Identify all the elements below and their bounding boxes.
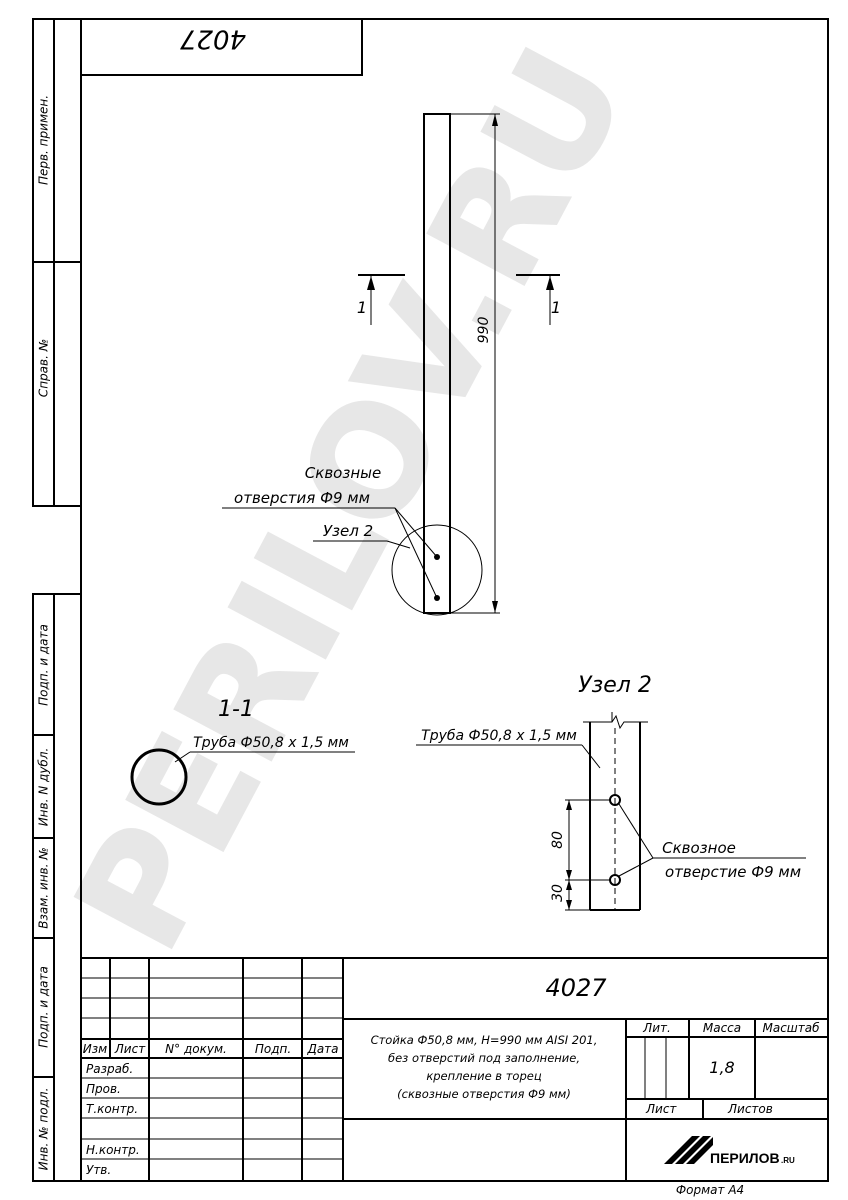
section-title: 1-1 [218,697,254,722]
label-podp-data-2: Подп. и дата [37,966,51,1048]
post-main-view: 990 1 1 Сквозные отверстия Ф9 мм Узел 2 [222,113,561,616]
label-perv-primen: Перв. примен. [37,95,51,185]
hdr-podp: Подп. [255,1042,291,1056]
section-mark-right: 1 [551,298,561,317]
post-outline [423,113,451,614]
logo-text: ПЕРИЛОВ [710,1150,780,1166]
mass-label: Масса [703,1021,741,1035]
node-2-circle [391,524,483,616]
hdr-list: Лист [114,1042,146,1056]
dim-30: 30 [550,884,566,902]
role-nkontr: Н.контр. [86,1143,140,1157]
stamp-code: 4027 [179,24,246,54]
doc-number: 4027 [545,974,607,1002]
sheets-label: Листов [727,1102,773,1116]
node-ref-label: Узел 2 [323,522,373,540]
role-prov: Пров. [86,1082,121,1096]
dim-80: 80 [550,831,566,849]
desc-line-2: без отверстий под заполнение, [388,1051,580,1065]
label-inv-podl: Инв. № подл. [37,1088,51,1171]
node-hole-note-1: Сквозное [662,839,736,857]
desc-line-1: Стойка Ф50,8 мм, Н=990 мм AISI 201, [371,1033,598,1047]
perilov-logo: ПЕРИЛОВ .RU [664,1136,795,1166]
section-pipe-label: Труба Ф50,8 х 1,5 мм [193,735,349,751]
pipe-section-circle [130,748,188,806]
desc-line-4: (сквозные отверстия Ф9 мм) [397,1087,571,1101]
holes-note-1: Сквозные [305,464,381,482]
dim-990: 990 [476,317,492,344]
section-1-1: 1-1 Труба Ф50,8 х 1,5 мм [130,697,355,806]
node-pipe-label: Труба Ф50,8 х 1,5 мм [421,728,577,744]
label-inv-dubl: Инв. N дубл. [37,748,51,827]
holes-note-2: отверстия Ф9 мм [234,489,370,507]
node-2-detail: Узел 2 Труба Ф50,8 х 1,5 мм 80 30 Сквозн… [416,673,806,911]
lit-label: Лит. [642,1021,671,1035]
desc-line-3: крепление в торец [426,1069,542,1083]
node-hole-note-2: отверстие Ф9 мм [665,863,801,881]
hdr-data: Дата [306,1042,338,1056]
hdr-izm: Изм [83,1042,107,1056]
sheet-label: Лист [645,1102,677,1116]
scale-label: Масштаб [762,1021,820,1035]
left-sidebar: Перв. примен. Справ. № Подп. и дата Инв.… [32,18,82,1182]
label-podp-data-1: Подп. и дата [37,624,51,706]
hdr-doc-no: N° докум. [165,1042,227,1056]
section-mark-left: 1 [357,298,367,317]
mass-value: 1,8 [709,1058,734,1077]
role-tkontr: Т.контр. [86,1102,138,1116]
logo-suffix: .RU [781,1156,795,1165]
format-label: Формат А4 [676,1183,744,1197]
node-title: Узел 2 [578,673,652,698]
role-utv: Утв. [86,1163,111,1177]
label-sprav-no: Справ. № [37,339,51,397]
label-vzam-inv: Взам. инв. № [37,847,51,928]
role-razrab: Разраб. [86,1062,133,1076]
title-block: Изм Лист N° докум. Подп. Дата Разраб. Пр… [81,957,828,1181]
